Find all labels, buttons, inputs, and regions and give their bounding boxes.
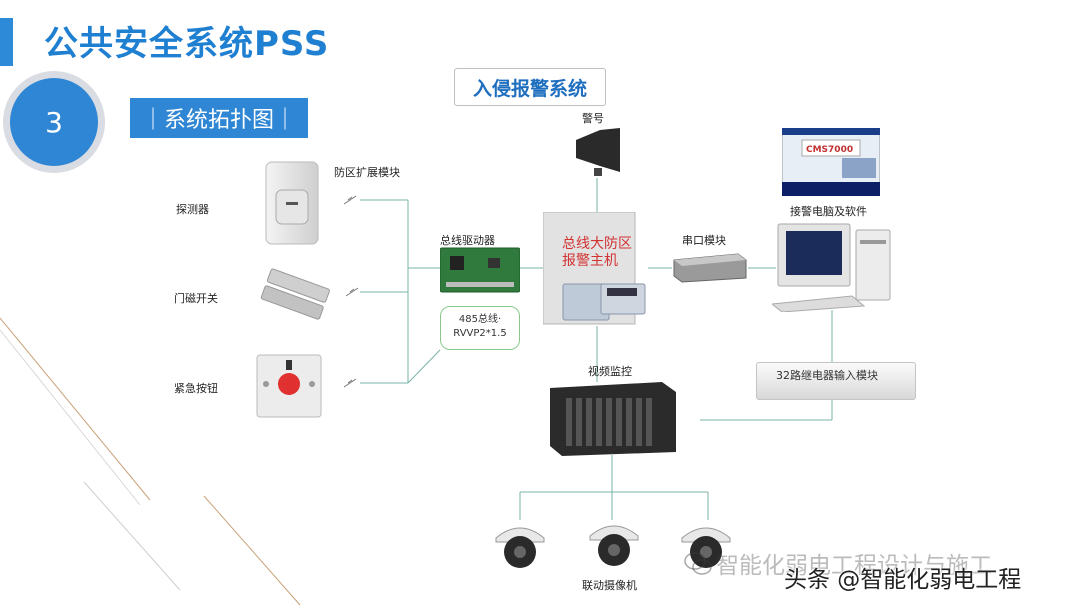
bus-driver-label: 总线驱动器 — [440, 234, 495, 247]
siren-icon — [576, 128, 620, 176]
cameras-label: 联动摄像机 — [582, 579, 637, 592]
video-label: 视频监控 — [588, 365, 632, 378]
system-title: 入侵报警系统 — [454, 68, 606, 106]
serial-module-icon — [673, 253, 747, 283]
serial-module-label: 串口模块 — [682, 234, 726, 247]
watermark-line2: 头条 @智能化弱电工程 — [784, 567, 1022, 593]
detector-label: 探测器 — [176, 203, 209, 216]
bus-note-callout: 485总线· RVVP2*1.5 — [440, 306, 520, 350]
video-matrix-icon — [550, 382, 676, 456]
page-title: 公共安全系统PSS — [44, 24, 330, 64]
door-switch-icon — [260, 268, 330, 320]
detector-icon — [265, 161, 319, 245]
alarm-computer-icon — [772, 223, 891, 312]
watermark-line1: 智能化弱电工程设计与施工 — [716, 553, 992, 579]
alarm-host-label-1: 总线大防区 — [562, 236, 632, 252]
emergency-button-label: 紧急按钮 — [174, 382, 218, 395]
alarm-host-panel-icon — [543, 212, 646, 325]
wechat-icon — [684, 552, 712, 575]
alarm-host-label-2: 报警主机 — [562, 253, 618, 269]
relay-module-label: 32路继电器输入模块 — [776, 369, 878, 382]
bus-note-line2: RVVP2*1.5 — [453, 328, 507, 339]
alarm-software-screenshot: CMS7000 — [782, 128, 880, 196]
dome-camera-1-icon — [495, 527, 545, 568]
alarm-pc-label: 接警电脑及软件 — [790, 205, 867, 218]
emergency-button-icon — [256, 354, 322, 418]
section-title: ｜系统拓扑图｜ — [130, 98, 308, 138]
title-accent-bar — [0, 18, 13, 66]
software-brand-text: CMS7000 — [806, 145, 853, 155]
bus-driver-board-icon — [440, 247, 520, 293]
section-number: 3 — [10, 78, 98, 166]
bus-note-line1: 485总线· — [458, 314, 502, 325]
dome-camera-3-icon — [681, 527, 731, 568]
zone-module-label: 防区扩展模块 — [334, 166, 400, 179]
relay-module-device — [756, 362, 916, 400]
siren-label: 警号 — [582, 112, 604, 125]
connection-lines — [360, 178, 833, 520]
door-switch-label: 门磁开关 — [174, 292, 218, 305]
dome-camera-2-icon — [589, 525, 639, 566]
